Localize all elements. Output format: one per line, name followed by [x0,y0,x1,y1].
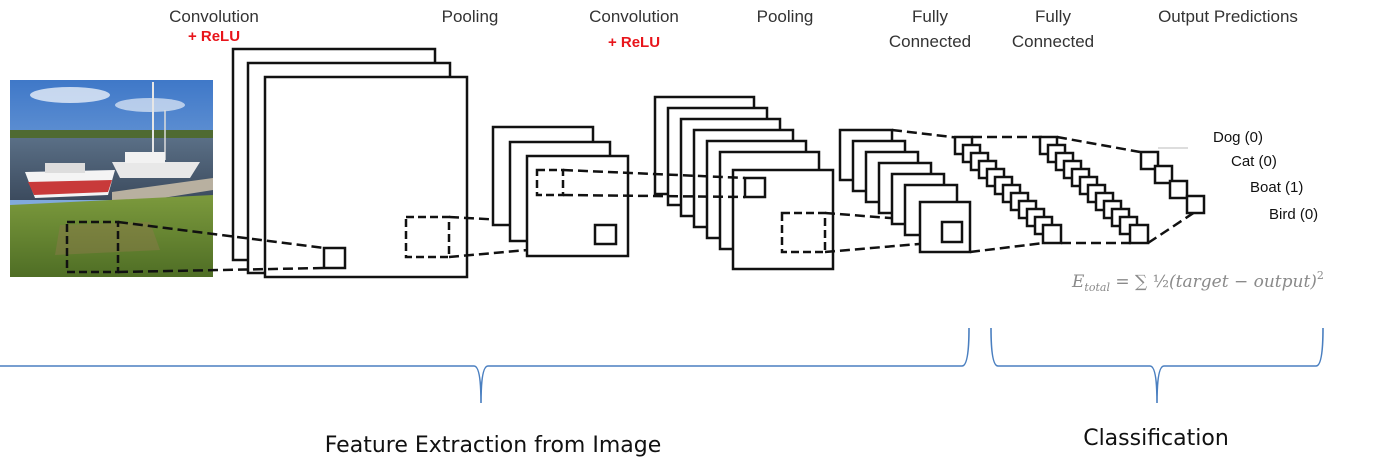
pool2-kernel-box [940,220,964,244]
fc1-neurons [953,135,1063,245]
feature-extraction-label: Feature Extraction from Image [325,433,662,458]
conv2-pool-window [780,211,827,254]
conv1-relu-label: + ReLU [188,28,240,45]
conv1-pool-window [404,215,451,259]
pool1-kernel-box [593,223,618,246]
pool1-label: Pooling [442,7,499,26]
pool2-feature-maps [838,128,972,254]
output-label: Output Predictions [1158,7,1298,26]
conv2-label: Convolution [589,7,679,26]
fc1-label-line2: Connected [889,32,971,51]
pool1-feature-maps [491,125,630,258]
pool2-label: Pooling [757,7,814,26]
boat-photo-icon [10,80,213,277]
conv2-relu-label: + ReLU [608,34,660,51]
conv1-feature-maps [231,47,469,279]
fc2-neurons [1038,135,1150,245]
prediction-dog: Dog (0) [1213,129,1263,146]
feature-extraction-brace [0,327,970,404]
prediction-boat: Boat (1) [1250,179,1303,196]
fc2-label-line2: Connected [1012,32,1094,51]
prediction-cat: Cat (0) [1231,153,1277,170]
conv2-kernel-box [743,176,767,199]
fc1-label-line1: Fully [912,7,948,26]
classification-label: Classification [1083,426,1229,451]
conv1-label: Convolution [169,7,259,26]
receptive-field-box [65,220,120,274]
loss-formula: Etotal = ∑ ½(target − output)2 [1071,269,1324,294]
pool1-conv-window [535,168,565,197]
prediction-bird: Bird (0) [1269,206,1318,223]
fc2-label-line1: Fully [1035,7,1071,26]
classification-brace [990,327,1324,404]
output-neurons [1139,150,1206,215]
conv1-kernel-box [322,246,347,270]
